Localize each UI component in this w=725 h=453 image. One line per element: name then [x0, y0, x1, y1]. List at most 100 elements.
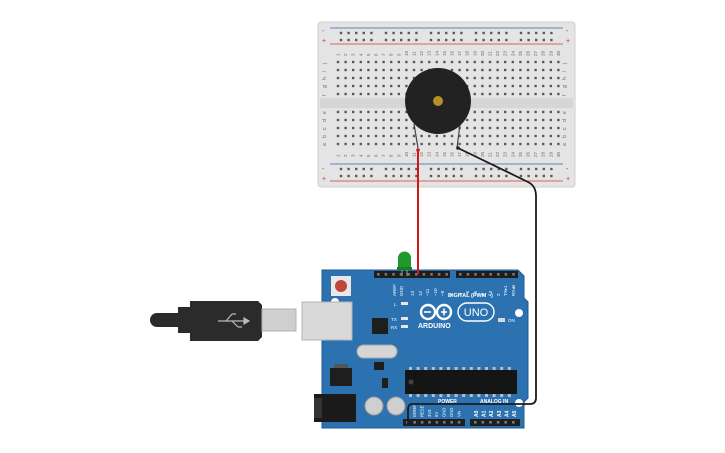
breadboard-hole[interactable]: [504, 126, 507, 130]
header-pin[interactable]: [497, 273, 500, 276]
breadboard-hole[interactable]: [428, 60, 431, 64]
breadboard-hole[interactable]: [511, 60, 514, 64]
breadboard-hole[interactable]: [390, 60, 393, 64]
breadboard-hole[interactable]: [390, 76, 393, 80]
breadboard-hole[interactable]: [488, 118, 492, 122]
breadboard-hole[interactable]: [519, 110, 522, 114]
header-pin[interactable]: [512, 421, 515, 424]
rail-hole[interactable]: [407, 174, 410, 178]
rail-hole[interactable]: [527, 167, 530, 171]
breadboard-hole[interactable]: [336, 142, 340, 146]
rail-hole[interactable]: [370, 167, 373, 171]
header-pin[interactable]: [443, 421, 446, 424]
rail-hole[interactable]: [550, 174, 553, 178]
rail-hole[interactable]: [505, 174, 508, 178]
breadboard-hole[interactable]: [420, 142, 423, 146]
header-pin[interactable]: [420, 421, 424, 424]
breadboard-hole[interactable]: [542, 84, 545, 88]
breadboard-hole[interactable]: [526, 142, 530, 146]
breadboard-hole[interactable]: [359, 68, 362, 72]
breadboard-hole[interactable]: [458, 68, 461, 72]
rail-hole[interactable]: [392, 31, 395, 35]
header-pin[interactable]: [415, 273, 418, 276]
breadboard-hole[interactable]: [549, 92, 552, 96]
breadboard-hole[interactable]: [511, 68, 514, 72]
breadboard-hole[interactable]: [344, 60, 347, 64]
rail-hole[interactable]: [437, 38, 440, 42]
breadboard-hole[interactable]: [450, 68, 454, 72]
breadboard-hole[interactable]: [390, 126, 393, 130]
breadboard-hole[interactable]: [420, 134, 423, 138]
breadboard-hole[interactable]: [466, 76, 469, 80]
breadboard-hole[interactable]: [549, 76, 552, 80]
breadboard-hole[interactable]: [359, 142, 362, 146]
breadboard-hole[interactable]: [374, 92, 378, 96]
breadboard-hole[interactable]: [526, 68, 530, 72]
breadboard-hole[interactable]: [344, 134, 347, 138]
rail-hole[interactable]: [370, 38, 373, 42]
rail-holes-top[interactable]: [339, 31, 553, 42]
breadboard-hole[interactable]: [344, 110, 347, 114]
breadboard-hole[interactable]: [374, 118, 378, 122]
breadboard-hole[interactable]: [367, 110, 370, 114]
header-pin[interactable]: [413, 421, 416, 424]
rail-hole[interactable]: [482, 31, 485, 35]
power-header[interactable]: [403, 419, 465, 426]
rail-hole[interactable]: [519, 174, 523, 178]
breadboard-hole[interactable]: [344, 76, 347, 80]
breadboard-hole[interactable]: [367, 68, 370, 72]
breadboard-hole[interactable]: [511, 110, 514, 114]
breadboard-hole[interactable]: [504, 142, 507, 146]
rail-hole[interactable]: [437, 167, 440, 171]
rail-hole[interactable]: [460, 174, 463, 178]
bottom-power-rail[interactable]: - + - +: [322, 163, 570, 183]
breadboard-hole[interactable]: [336, 118, 340, 122]
breadboard-hole[interactable]: [481, 92, 484, 96]
rail-hole[interactable]: [490, 31, 493, 35]
breadboard-hole[interactable]: [336, 126, 340, 130]
rail-hole[interactable]: [505, 31, 508, 35]
breadboard-hole[interactable]: [542, 134, 545, 138]
rail-hole[interactable]: [452, 38, 455, 42]
breadboard-hole[interactable]: [450, 134, 454, 138]
breadboard-hole[interactable]: [526, 134, 530, 138]
rail-hole[interactable]: [445, 38, 448, 42]
breadboard-hole[interactable]: [488, 76, 492, 80]
breadboard-hole[interactable]: [542, 142, 545, 146]
breadboard-hole[interactable]: [526, 110, 530, 114]
breadboard-hole[interactable]: [549, 84, 552, 88]
breadboard-hole[interactable]: [526, 84, 530, 88]
breadboard-hole[interactable]: [382, 110, 385, 114]
breadboard-hole[interactable]: [359, 118, 362, 122]
header-pin[interactable]: [422, 273, 426, 276]
breadboard-hole[interactable]: [481, 110, 484, 114]
header-pin[interactable]: [384, 273, 388, 276]
breadboard-hole[interactable]: [504, 134, 507, 138]
breadboard-hole[interactable]: [473, 142, 476, 146]
rail-hole[interactable]: [535, 38, 538, 42]
breadboard-hole[interactable]: [374, 60, 378, 64]
breadboard-hole[interactable]: [519, 60, 522, 64]
breadboard-hole[interactable]: [511, 118, 514, 122]
breadboard-hole[interactable]: [488, 126, 492, 130]
rail-hole[interactable]: [384, 38, 388, 42]
breadboard-hole[interactable]: [382, 92, 385, 96]
breadboard-hole[interactable]: [344, 68, 347, 72]
breadboard-hole[interactable]: [412, 60, 416, 64]
rail-hole[interactable]: [429, 31, 433, 35]
rail-hole[interactable]: [415, 38, 418, 42]
breadboard-hole[interactable]: [390, 68, 393, 72]
breadboard-hole[interactable]: [481, 84, 484, 88]
breadboard-hole[interactable]: [405, 60, 408, 64]
breadboard-hole[interactable]: [359, 76, 362, 80]
breadboard-hole[interactable]: [466, 126, 469, 130]
digital-header-right[interactable]: [456, 271, 518, 278]
breadboard-hole[interactable]: [542, 118, 545, 122]
rail-hole[interactable]: [452, 167, 455, 171]
breadboard-hole[interactable]: [435, 60, 438, 64]
header-pin[interactable]: [435, 421, 439, 424]
breadboard-hole[interactable]: [496, 68, 499, 72]
breadboard-hole[interactable]: [511, 84, 514, 88]
breadboard-hole[interactable]: [473, 76, 476, 80]
